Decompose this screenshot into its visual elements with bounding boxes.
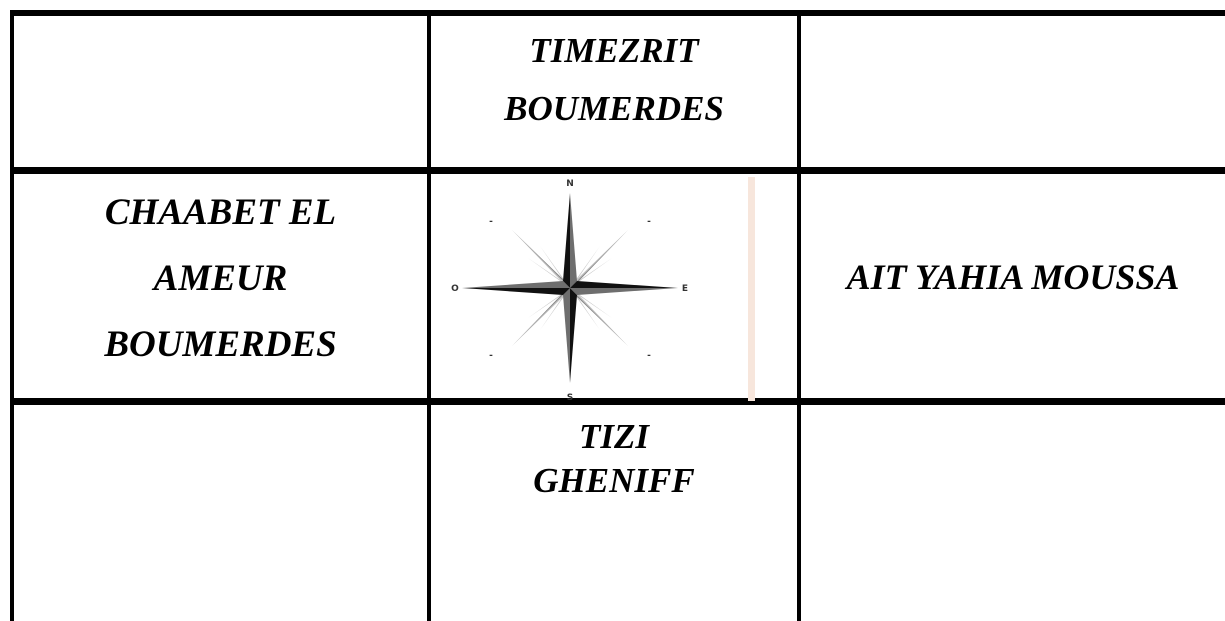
compass-label-n: N [566,179,574,189]
table-border-row1 [10,167,1225,174]
compass-label-sw: - [489,351,493,361]
cell-north-line-2: BOUMERDES [504,80,724,138]
table-border-col2 [797,10,801,621]
compass-label-se: - [647,351,651,361]
compass-rose-icon: N S O E - - - - [435,177,755,401]
cell-north-line-1: TIMEZRIT [529,22,698,80]
compass-label-nw: - [489,217,493,227]
compass-label-ne: - [647,217,651,227]
cell-south-line-2: GHENIFF [533,459,694,503]
cell-south: TIZI GHENIFF [431,415,797,503]
cell-north: TIMEZRIT BOUMERDES [431,22,797,138]
compass-label-e: E [682,284,688,294]
compass-cardinal-points [462,193,678,383]
cell-west: CHAABET EL AMEUR BOUMERDES [14,180,427,378]
cell-west-line-2: AMEUR [154,246,288,312]
table-border-top [10,10,1225,16]
compass-label-w: O [451,284,459,294]
compass-edge-strip [748,177,755,401]
cell-east-line-1: AIT YAHIA MOUSSA [847,252,1180,302]
cell-west-line-3: BOUMERDES [104,312,336,378]
cell-west-line-1: CHAABET EL [105,180,336,246]
cell-east: AIT YAHIA MOUSSA [801,252,1225,302]
cell-south-line-1: TIZI [579,415,649,459]
compass-label-s: S [567,393,573,401]
